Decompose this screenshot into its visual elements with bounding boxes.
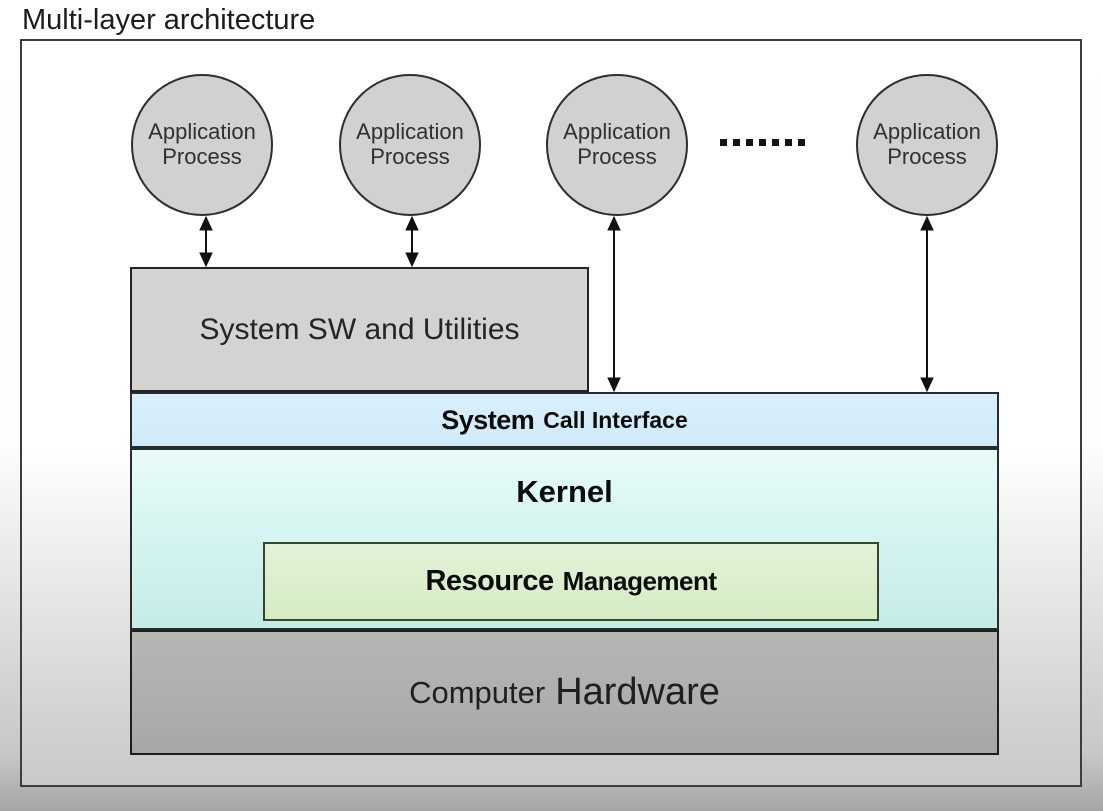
application-process-label: Application xyxy=(873,119,981,145)
application-process-node: Application Process xyxy=(339,74,481,216)
system-call-interface-label: Call Interface xyxy=(543,406,688,433)
dot xyxy=(733,138,740,146)
application-process-node: Application Process xyxy=(131,74,273,216)
ellipsis-dots-icon xyxy=(720,136,832,148)
application-process-label: Application xyxy=(356,119,464,145)
resource-management-box: Resource Management xyxy=(263,542,879,621)
system-sw-utilities-label: System SW and Utilities xyxy=(199,312,520,346)
computer-hardware-box: Computer Hardware xyxy=(130,630,999,755)
resource-management-label: Resource xyxy=(425,565,554,597)
diagram-title: Multi-layer architecture xyxy=(22,4,316,36)
dot xyxy=(785,138,792,146)
application-process-label: Process xyxy=(370,144,450,169)
dot xyxy=(772,138,779,146)
double-arrow xyxy=(920,215,934,393)
system-call-interface-label: System xyxy=(441,404,535,435)
resource-management-label: Management xyxy=(562,566,717,596)
computer-hardware-label: Computer xyxy=(409,674,546,710)
dot xyxy=(746,138,753,146)
application-process-label: Process xyxy=(887,144,967,169)
application-process-node: Application Process xyxy=(856,74,998,216)
double-arrow xyxy=(199,215,213,268)
application-process-label: Application xyxy=(563,119,671,145)
dot xyxy=(720,138,727,146)
application-process-label: Application xyxy=(148,119,256,145)
kernel-label: Kernel xyxy=(516,474,613,509)
dot xyxy=(798,138,805,146)
double-arrow xyxy=(607,215,621,393)
diagram-frame: Application Process Application Process … xyxy=(20,39,1082,787)
application-process-label: Process xyxy=(162,144,242,169)
application-process-label: Process xyxy=(577,144,657,169)
dot xyxy=(759,138,766,146)
computer-hardware-label: Hardware xyxy=(555,671,720,713)
kernel-box: Kernel Resource Management xyxy=(130,448,999,630)
application-process-node: Application Process xyxy=(546,74,688,216)
system-sw-utilities-box: System SW and Utilities xyxy=(130,267,589,392)
double-arrow xyxy=(405,215,419,268)
system-call-interface-box: System Call Interface xyxy=(130,392,999,448)
